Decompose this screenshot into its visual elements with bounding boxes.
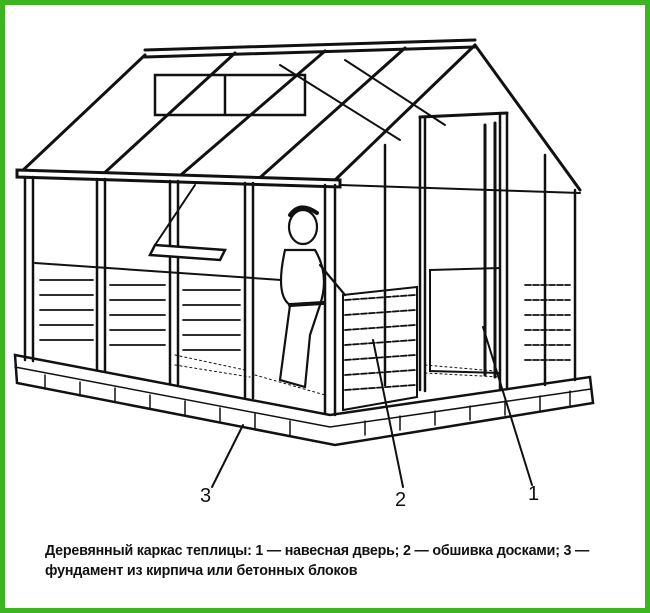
figure-caption: Деревянный каркас теплицы: 1 — навесная … <box>45 542 590 579</box>
label-1: 1 <box>528 483 540 505</box>
label-3: 3 <box>200 485 212 507</box>
leader-line-2 <box>372 339 404 488</box>
person-figure <box>278 205 347 389</box>
right-gable-wall <box>339 111 581 412</box>
floor-gravel <box>174 354 501 396</box>
wall-boards <box>39 279 241 351</box>
front-wall <box>15 168 342 417</box>
label-2: 2 <box>395 489 407 511</box>
greenhouse-illustration <box>13 38 595 488</box>
leader-line-1 <box>482 326 533 486</box>
foundation <box>13 353 595 447</box>
roof-frame <box>18 38 582 192</box>
leader-line-3 <box>211 424 244 488</box>
leader-lines <box>211 326 533 488</box>
wall-boards-right <box>344 284 571 391</box>
